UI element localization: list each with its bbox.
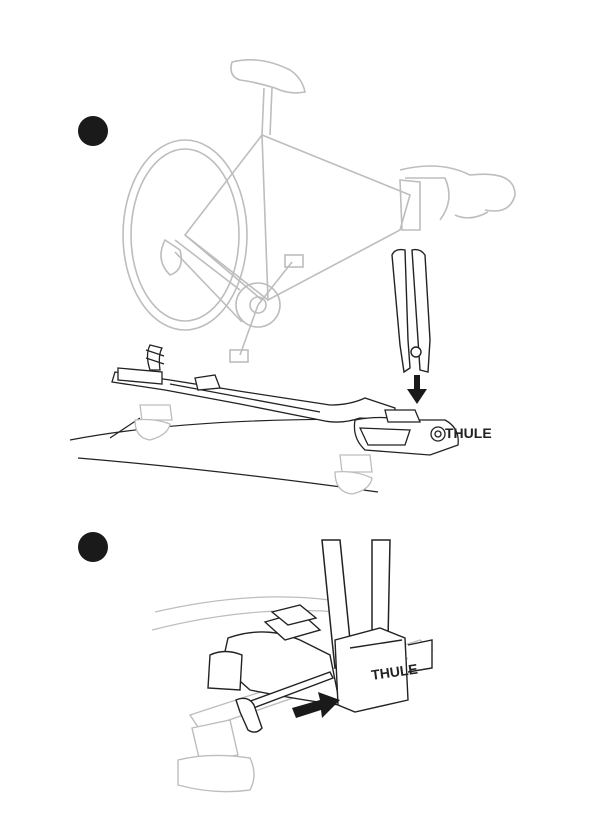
roof-bar-foot-2	[178, 720, 254, 792]
